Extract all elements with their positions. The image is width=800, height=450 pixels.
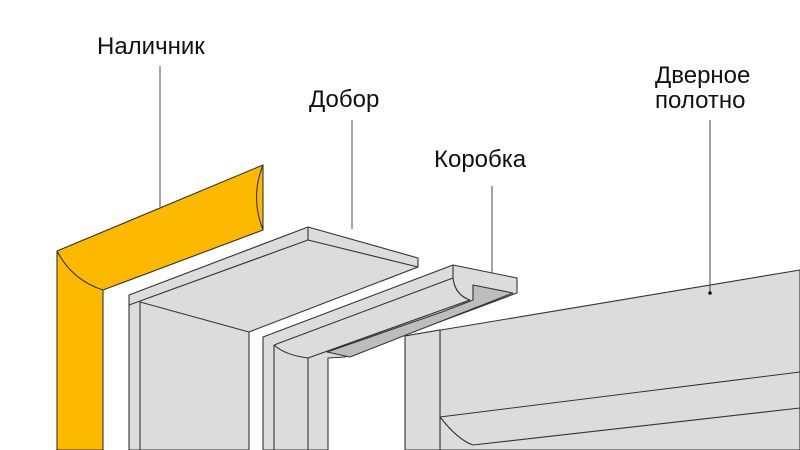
door-frame: [262, 264, 518, 450]
door-casing: [56, 164, 264, 450]
door-leaf-leader-dot: [708, 291, 712, 295]
door-leaf-label-line2: полотно: [655, 87, 746, 114]
door-leaf-label-line1: Дверное: [655, 62, 750, 89]
frame-label: Коробка: [434, 146, 527, 173]
extension-board: [128, 226, 419, 450]
door-leaf: [404, 269, 800, 450]
extension-label: Добор: [309, 86, 379, 113]
casing-label: Наличник: [97, 33, 205, 60]
